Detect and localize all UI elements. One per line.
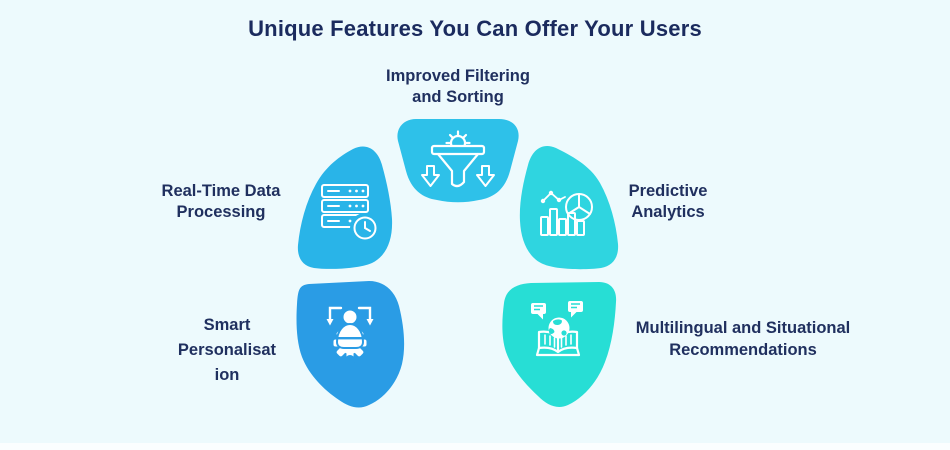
user-head bbox=[341, 308, 359, 326]
label-line: Predictive bbox=[628, 182, 708, 200]
blob-predictive-analytics bbox=[519, 145, 619, 270]
book-globe-icon bbox=[531, 301, 583, 357]
clock-icon bbox=[353, 216, 377, 240]
label-multilingual-recommendations: Multilingual and Situational Recommendat… bbox=[613, 317, 873, 361]
user-gear-icon bbox=[326, 306, 374, 365]
label-line: Improved Filtering bbox=[386, 67, 530, 85]
speech-bubble-right-icon bbox=[568, 301, 583, 318]
sync-bracket-arrows bbox=[326, 306, 374, 326]
torso-slit bbox=[337, 337, 363, 340]
server-clock-icon bbox=[321, 184, 380, 243]
server-led-dots bbox=[348, 189, 365, 223]
speech-bubble-left-icon bbox=[531, 303, 546, 320]
label-line: Processing bbox=[176, 203, 266, 221]
funnel-gear-icon bbox=[421, 130, 495, 188]
funnel-rim bbox=[430, 144, 486, 156]
label-line: Smart bbox=[203, 316, 251, 334]
trend-line bbox=[542, 191, 566, 202]
label-line: Multilingual and Situational bbox=[635, 319, 851, 337]
globe-icon bbox=[548, 317, 570, 339]
open-book-icon bbox=[535, 330, 581, 357]
funnel-body bbox=[436, 152, 480, 188]
label-realtime-data: Real-Time Data Processing bbox=[111, 181, 331, 223]
arrow-down-left-icon bbox=[421, 165, 440, 187]
label-line: Personalisat bbox=[177, 341, 277, 359]
label-line: and Sorting bbox=[412, 88, 504, 106]
bar-chart-magnifier-icon bbox=[540, 190, 593, 236]
gear-notch bbox=[345, 355, 355, 365]
blob-multilingual-recommendations bbox=[502, 282, 617, 407]
label-smart-personalisation: Smart Personalisat ion bbox=[127, 313, 327, 388]
label-line: Recommendations bbox=[669, 341, 817, 359]
arrow-down-right-icon bbox=[476, 165, 495, 187]
label-improved-filtering: Improved Filtering and Sorting bbox=[328, 66, 588, 108]
user-torso bbox=[335, 322, 365, 349]
label-line: Analytics bbox=[631, 203, 705, 221]
label-line: ion bbox=[214, 366, 240, 384]
label-predictive-analytics: Predictive Analytics bbox=[568, 181, 768, 223]
trend-dots bbox=[540, 190, 562, 204]
label-line: Real-Time Data bbox=[161, 182, 281, 200]
page-title: Unique Features You Can Offer Your Users bbox=[248, 16, 702, 41]
bottom-margin bbox=[0, 443, 950, 450]
